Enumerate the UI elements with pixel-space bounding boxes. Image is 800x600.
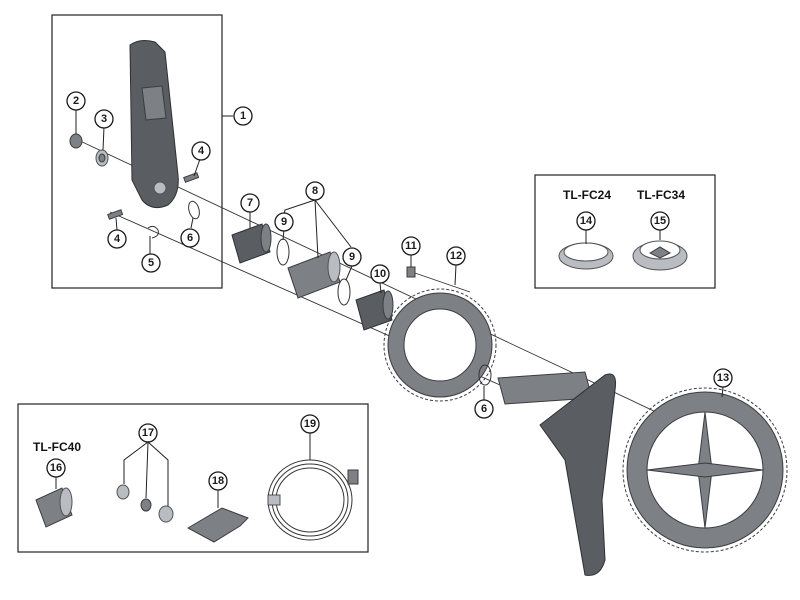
svg-text:10: 10 <box>374 268 386 280</box>
tool-label-fc40: TL-FC40 <box>33 440 81 454</box>
bb-inner-cover <box>287 251 341 299</box>
svg-text:3: 3 <box>101 113 107 125</box>
callout-4-upper: 4 <box>191 141 211 161</box>
callout-7: 7 <box>240 193 260 213</box>
callout-4-lower: 4 <box>107 229 127 249</box>
svg-text:8: 8 <box>312 185 318 197</box>
tool-box-fc40 <box>17 403 369 553</box>
tool-box-fc24-fc34 <box>534 174 716 289</box>
callout-6-left: 6 <box>180 228 200 248</box>
callout-10: 10 <box>370 264 390 284</box>
leader-lines <box>55 109 724 508</box>
svg-text:16: 16 <box>50 462 62 474</box>
callout-12: 12 <box>446 246 466 266</box>
svg-text:6: 6 <box>187 232 193 244</box>
o-ring-right <box>478 364 492 386</box>
battery-cover-parts <box>116 484 174 523</box>
svg-text:13: 13 <box>717 372 729 384</box>
callout-15: 15 <box>650 211 670 231</box>
callout-13: 13 <box>713 368 733 388</box>
tool-label-fc34: TL-FC34 <box>637 188 685 202</box>
callout-1: 1 <box>233 106 253 126</box>
bb-cup-right <box>355 289 394 331</box>
svg-text:2: 2 <box>73 95 79 107</box>
callout-19: 19 <box>300 414 320 434</box>
callout-5: 5 <box>141 253 161 273</box>
callout-6-right: 6 <box>474 399 494 419</box>
svg-text:11: 11 <box>405 240 417 252</box>
svg-text:5: 5 <box>148 257 154 269</box>
cap-washer-part <box>95 149 109 167</box>
svg-text:4: 4 <box>114 233 121 245</box>
tool-fc24-part <box>558 242 614 270</box>
svg-text:9: 9 <box>349 251 355 263</box>
callout-2: 2 <box>66 91 86 111</box>
right-crank-arm <box>497 371 616 576</box>
cap-bolt-part <box>69 133 83 149</box>
svg-text:18: 18 <box>212 475 224 487</box>
callout-11: 11 <box>401 236 421 256</box>
svg-text:6: 6 <box>481 403 487 415</box>
svg-text:14: 14 <box>580 215 593 227</box>
callout-9-left: 9 <box>274 212 294 232</box>
svg-text:9: 9 <box>281 216 287 228</box>
left-crank-group-frame <box>51 14 223 289</box>
svg-text:7: 7 <box>247 197 253 209</box>
cable-coil-part <box>267 459 359 541</box>
svg-text:1: 1 <box>240 110 246 122</box>
callout-14: 14 <box>576 211 596 231</box>
chainring-bolt <box>406 266 416 278</box>
callout-16: 16 <box>46 458 66 478</box>
bb-cup-left <box>231 223 272 264</box>
inner-chainring <box>383 288 497 402</box>
callout-9-right: 9 <box>342 247 362 267</box>
pinch-bolt-upper <box>183 172 200 183</box>
svg-text:19: 19 <box>304 418 316 430</box>
bb-spacer-9b <box>337 278 351 306</box>
callout-18: 18 <box>208 471 228 491</box>
outer-chainring <box>622 387 788 553</box>
safety-plate-part <box>147 225 159 239</box>
bracket-plate-part <box>186 507 249 543</box>
bb-spacer-9a <box>276 238 290 266</box>
svg-text:17: 17 <box>142 427 154 439</box>
svg-text:15: 15 <box>654 215 666 227</box>
svg-text:4: 4 <box>198 145 205 157</box>
tool-fc40-part <box>35 487 73 528</box>
left-crank-arm <box>129 40 179 209</box>
callout-8: 8 <box>305 181 325 201</box>
tool-fc34-part <box>632 240 688 271</box>
o-ring-left <box>188 200 200 220</box>
pinch-bolt-lower <box>107 209 124 220</box>
tool-label-fc24: TL-FC24 <box>563 188 611 202</box>
svg-text:12: 12 <box>450 250 462 262</box>
callout-3: 3 <box>94 109 114 129</box>
callout-17: 17 <box>138 423 158 443</box>
